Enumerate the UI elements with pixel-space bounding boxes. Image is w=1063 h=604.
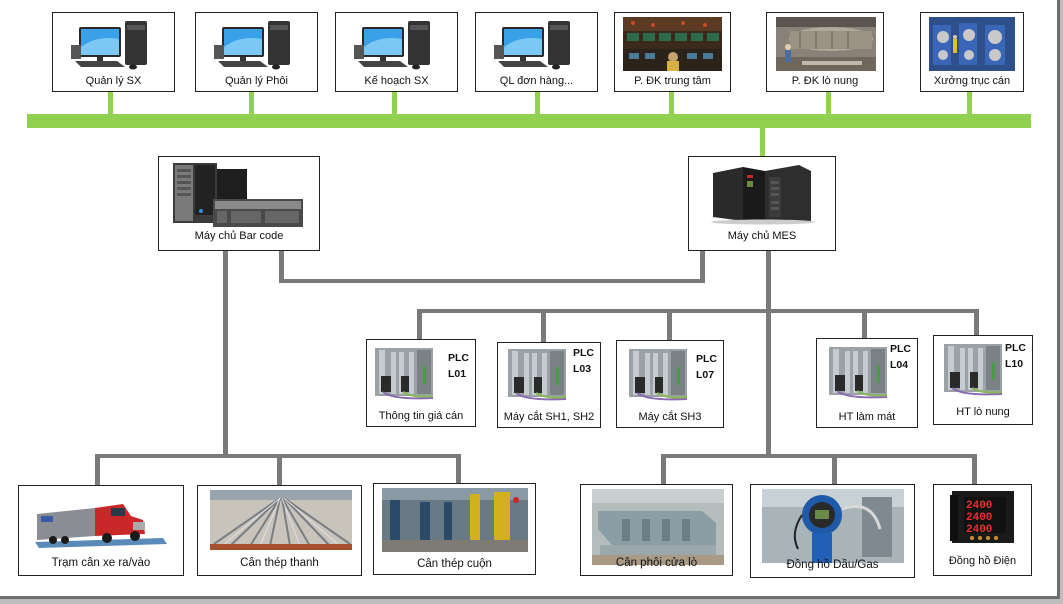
node-quan-ly-sx[interactable]: Quản lý SX xyxy=(52,12,175,92)
node-tram-can-xe[interactable]: Trạm cân xe ra/vào xyxy=(18,485,184,576)
desktop-pc-icon xyxy=(210,17,306,71)
plc-module-icon xyxy=(373,346,435,402)
node-label: Trạm cân xe ra/vào xyxy=(51,557,151,569)
node-dong-ho-dau-gas[interactable]: Đồng hồ Dầu/Gas xyxy=(750,484,915,578)
power-meter-readout: 2400 xyxy=(966,512,992,524)
plc-drop xyxy=(667,309,672,341)
mes-branch xyxy=(661,454,977,458)
barcode-drop xyxy=(95,454,100,486)
node-p-dk-trung-tam[interactable]: P. ĐK trung tâm xyxy=(614,12,731,92)
node-bar-code-server[interactable]: Máy chủ Bar code xyxy=(158,156,320,251)
bus-drop xyxy=(249,92,254,114)
network-bus xyxy=(27,114,1031,128)
truck-scale-photo xyxy=(33,494,169,550)
mes-drop xyxy=(661,454,666,484)
desktop-pc-icon xyxy=(67,17,163,71)
node-label: HT làm mát xyxy=(838,411,896,423)
plc-module-icon xyxy=(942,342,1004,398)
node-label: Cân thép thanh xyxy=(240,557,319,569)
bus-drop xyxy=(108,92,113,114)
plc-branch xyxy=(417,309,979,313)
server-tower-icon xyxy=(703,163,823,225)
link-barcode-mes xyxy=(279,279,704,283)
node-can-thep-thanh[interactable]: Cân thép thanh xyxy=(197,485,362,576)
node-ql-don-hang[interactable]: QL đơn hàng... xyxy=(475,12,598,92)
node-xuong-truc-can[interactable]: Xưởng trục cán xyxy=(920,12,1024,92)
node-label: Xưởng trục cán xyxy=(933,75,1011,87)
mes-drop xyxy=(832,454,837,484)
node-label: QL đơn hàng... xyxy=(499,75,574,87)
rolling-mill-photo xyxy=(929,17,1015,71)
node-label: Quản lý Phôi xyxy=(225,75,288,87)
furnace-photo xyxy=(776,17,876,71)
mes-trunk xyxy=(766,251,771,456)
link-barcode-mes xyxy=(700,251,705,283)
node-label: Cân phôi cửa lò xyxy=(615,557,698,569)
bus-drop xyxy=(967,92,972,114)
barcode-drop xyxy=(456,454,461,486)
node-label: Máy cắt SH1, SH2 xyxy=(503,411,595,423)
steel-bars-photo xyxy=(210,490,352,550)
barcode-trunk xyxy=(223,251,228,456)
plc-module-icon xyxy=(827,345,889,401)
bus-drop xyxy=(826,92,831,114)
node-label: HT lò nung xyxy=(956,406,1010,418)
plc-drop xyxy=(541,309,546,343)
plc-drop xyxy=(974,309,979,335)
desktop-pc-icon xyxy=(350,17,446,71)
node-label: Quản lý SX xyxy=(85,75,142,87)
node-label: Đồng hồ Điện xyxy=(948,555,1017,567)
node-label: Máy cắt SH3 xyxy=(638,411,702,423)
plc-module-icon xyxy=(627,347,689,403)
link-barcode-mes xyxy=(279,251,284,283)
node-label: P. ĐK lò nung xyxy=(791,75,859,87)
node-p-dk-lo-nung[interactable]: P. ĐK lò nung xyxy=(766,12,884,92)
node-label: Cân thép cuộn xyxy=(417,558,492,570)
bus-drop xyxy=(669,92,674,114)
node-label: Máy chủ Bar code xyxy=(194,230,284,242)
plc-module-icon xyxy=(506,347,568,403)
server-rack-icon xyxy=(169,161,309,229)
node-mes-server[interactable]: Máy chủ MES xyxy=(688,156,836,251)
power-meter-readout: 2400 xyxy=(966,524,992,536)
mes-drop xyxy=(972,454,977,484)
node-ke-hoach-sx[interactable]: Kế hoạch SX xyxy=(335,12,458,92)
node-label: Đồng hồ Dầu/Gas xyxy=(786,559,879,571)
bus-drop xyxy=(392,92,397,114)
node-label: Thông tin giá cán xyxy=(378,410,464,422)
node-quan-ly-phoi[interactable]: Quản lý Phôi xyxy=(195,12,318,92)
node-label: Kế hoạch SX xyxy=(364,75,429,87)
desktop-pc-icon xyxy=(490,17,586,71)
plc-drop xyxy=(862,309,867,339)
node-label: P. ĐK trung tâm xyxy=(634,75,711,87)
node-can-thep-cuon[interactable]: Cân thép cuộn xyxy=(373,483,536,575)
bus-drop xyxy=(535,92,540,114)
barcode-drop xyxy=(277,454,282,488)
bus-to-mes xyxy=(760,128,765,156)
billet-scale-photo xyxy=(592,489,724,565)
flow-meter-photo xyxy=(762,489,904,563)
steel-coil-photo xyxy=(382,488,528,552)
node-label: Máy chủ MES xyxy=(727,230,797,242)
plc-drop xyxy=(417,309,422,339)
power-meter-readout: 2400 xyxy=(966,500,992,512)
node-can-phoi-cua-lo[interactable]: Cân phôi cửa lò xyxy=(580,484,733,576)
control-room-photo xyxy=(623,17,722,71)
